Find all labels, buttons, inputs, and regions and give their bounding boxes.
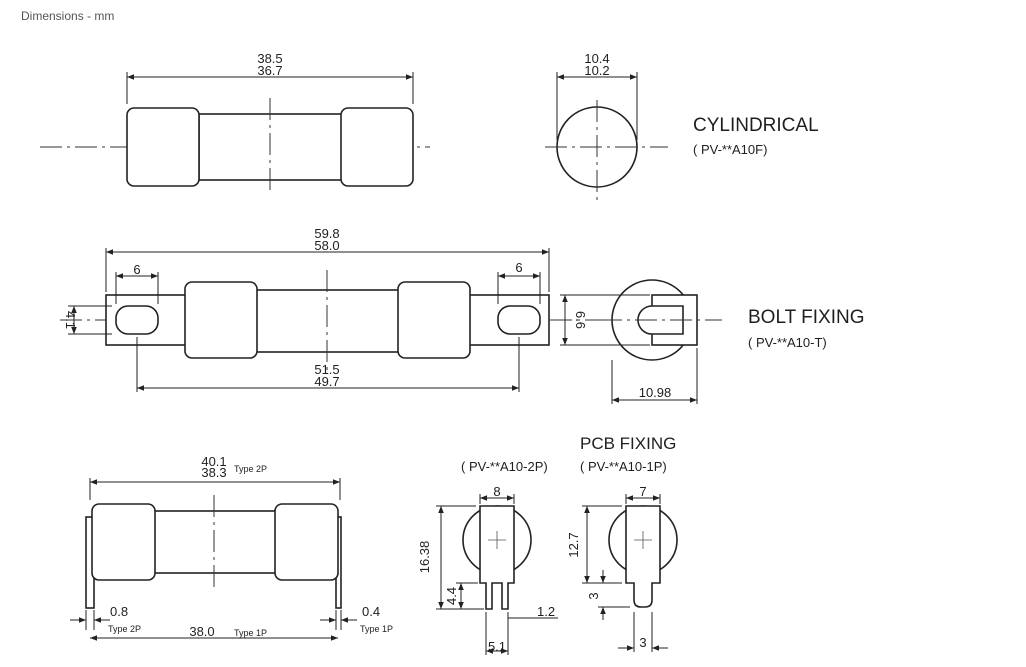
- cylindrical-front-view: [40, 72, 430, 195]
- pcb-1p-end-view: [582, 494, 678, 652]
- cyl-dia-min: 10.2: [584, 63, 609, 78]
- pcb-pitch-type: Type 1P: [234, 628, 267, 638]
- pcb-pin-2p-type: Type 2P: [108, 624, 141, 634]
- pcb-2p-pin-length: 4.4: [444, 587, 459, 605]
- pcb-1p-pin-length: 3: [586, 592, 601, 599]
- pcb-length-max: 40.1: [201, 454, 226, 469]
- pcb-length-type-label: Type 2P: [234, 464, 267, 474]
- bolt-total-max: 59.8: [314, 226, 339, 241]
- pcb-pitch: 38.0: [189, 624, 214, 639]
- page-caption: Dimensions - mm: [21, 9, 115, 23]
- cylindrical-title: CYLINDRICAL: [693, 115, 819, 136]
- pcb-pin-2p: 0.8: [110, 604, 128, 619]
- cylindrical-part-number: ( PV-**A10F): [693, 142, 767, 157]
- cyl-length-max: 38.5: [257, 51, 282, 66]
- bolt-total-min: 58.0: [314, 238, 339, 253]
- pcb-1p-width: 7: [639, 484, 646, 499]
- bolt-slot-right: 6: [515, 260, 522, 275]
- pcb-1p-height: 12.7: [566, 532, 581, 557]
- bolt-inner-max: 51.5: [314, 362, 339, 377]
- pcb-2p-width: 8: [493, 484, 500, 499]
- bolt-hole-dia: 4.1: [63, 311, 78, 329]
- bolt-inner-min: 49.7: [314, 374, 339, 389]
- pcb-2p-height: 16.38: [417, 541, 432, 574]
- bolt-tag-width: 6.6: [573, 311, 588, 329]
- pcb-2p-pin-width: 1.2: [537, 604, 555, 619]
- bolt-part-number: ( PV-**A10-T): [748, 335, 827, 350]
- pcb-2p-end-view: [436, 494, 558, 655]
- pcb-pin-1p-type: Type 1P: [360, 624, 393, 634]
- cylindrical-end-view: [545, 72, 668, 200]
- cyl-length-min: 36.7: [257, 63, 282, 78]
- bolt-slot-left: 6: [133, 262, 140, 277]
- bolt-title: BOLT FIXING: [748, 307, 865, 328]
- bolt-end-view: [560, 279, 722, 404]
- pcb-front-view: [70, 478, 357, 641]
- pcb-pin-1p: 0.4: [362, 604, 380, 619]
- pcb-title: PCB FIXING: [580, 434, 676, 453]
- pcb-2p-pin-spacing: 5.1: [488, 639, 506, 654]
- pcb-1p-pin-width: 3: [639, 635, 646, 650]
- cyl-dia-max: 10.4: [584, 51, 609, 66]
- bolt-side-width: 10.98: [639, 385, 672, 400]
- bolt-front-view: [60, 248, 600, 392]
- pcb-1p-part-number: ( PV-**A10-1P): [580, 459, 667, 474]
- pcb-length-min: 38.3: [201, 465, 226, 480]
- pcb-2p-part-number: ( PV-**A10-2P): [461, 459, 548, 474]
